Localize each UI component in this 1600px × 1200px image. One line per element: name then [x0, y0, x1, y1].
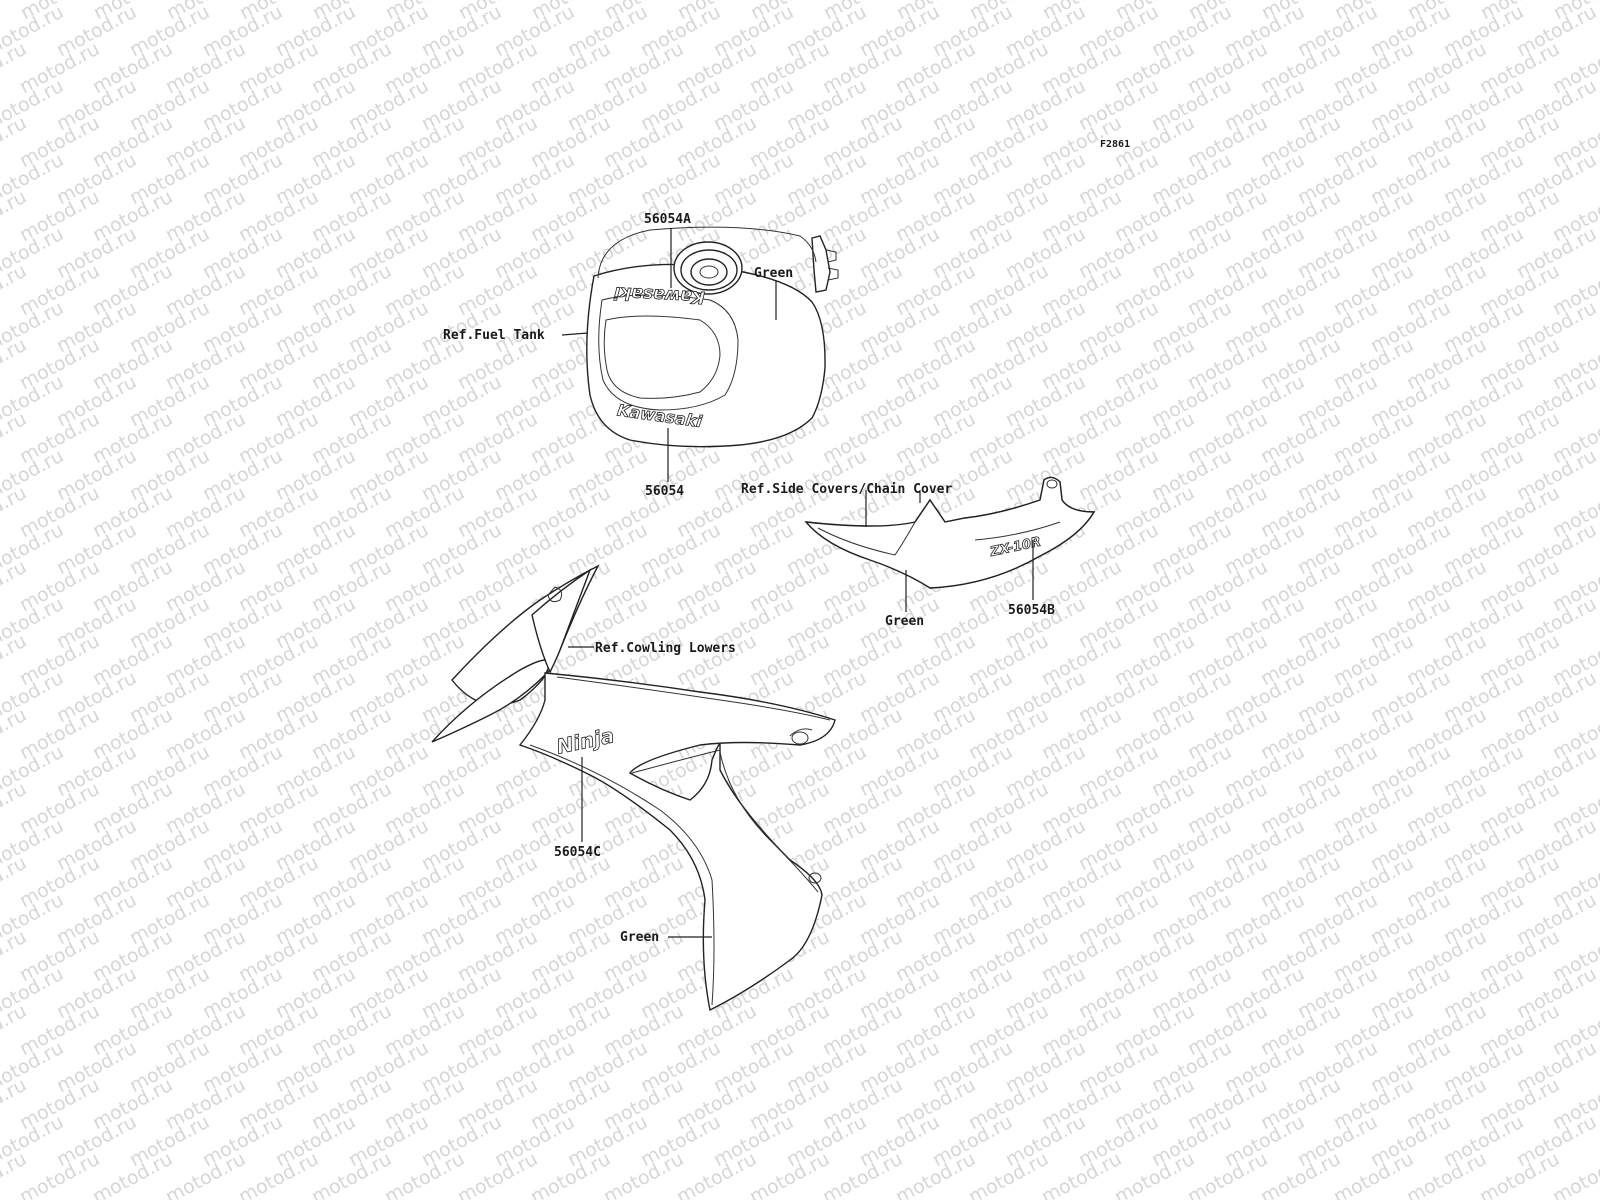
cowling-color-label: Green: [620, 930, 659, 945]
part-56054a-label: 56054A: [644, 212, 691, 227]
ref-fuel-tank-label: Ref.Fuel Tank: [443, 328, 545, 343]
part-56054b-label: 56054B: [1008, 603, 1055, 618]
leader-ref-fuel-tank: [561, 332, 589, 336]
part-56054c-label: 56054C: [554, 845, 601, 860]
fuel-tank-drawing: [586, 226, 839, 448]
figure-code: F2861: [1100, 139, 1130, 150]
ref-side-covers-label: Ref.Side Covers/Chain Cover: [741, 482, 952, 497]
part-56054-label: 56054: [645, 484, 684, 499]
side-cover-color-label: Green: [885, 614, 924, 629]
tank-color-label: Green: [754, 266, 793, 281]
ref-cowling-label: Ref.Cowling Lowers: [595, 641, 736, 656]
side-cover-drawing: [804, 476, 1096, 589]
tank-decal-top: Kawasaki: [613, 282, 706, 307]
cowling-drawing: [431, 564, 836, 1012]
